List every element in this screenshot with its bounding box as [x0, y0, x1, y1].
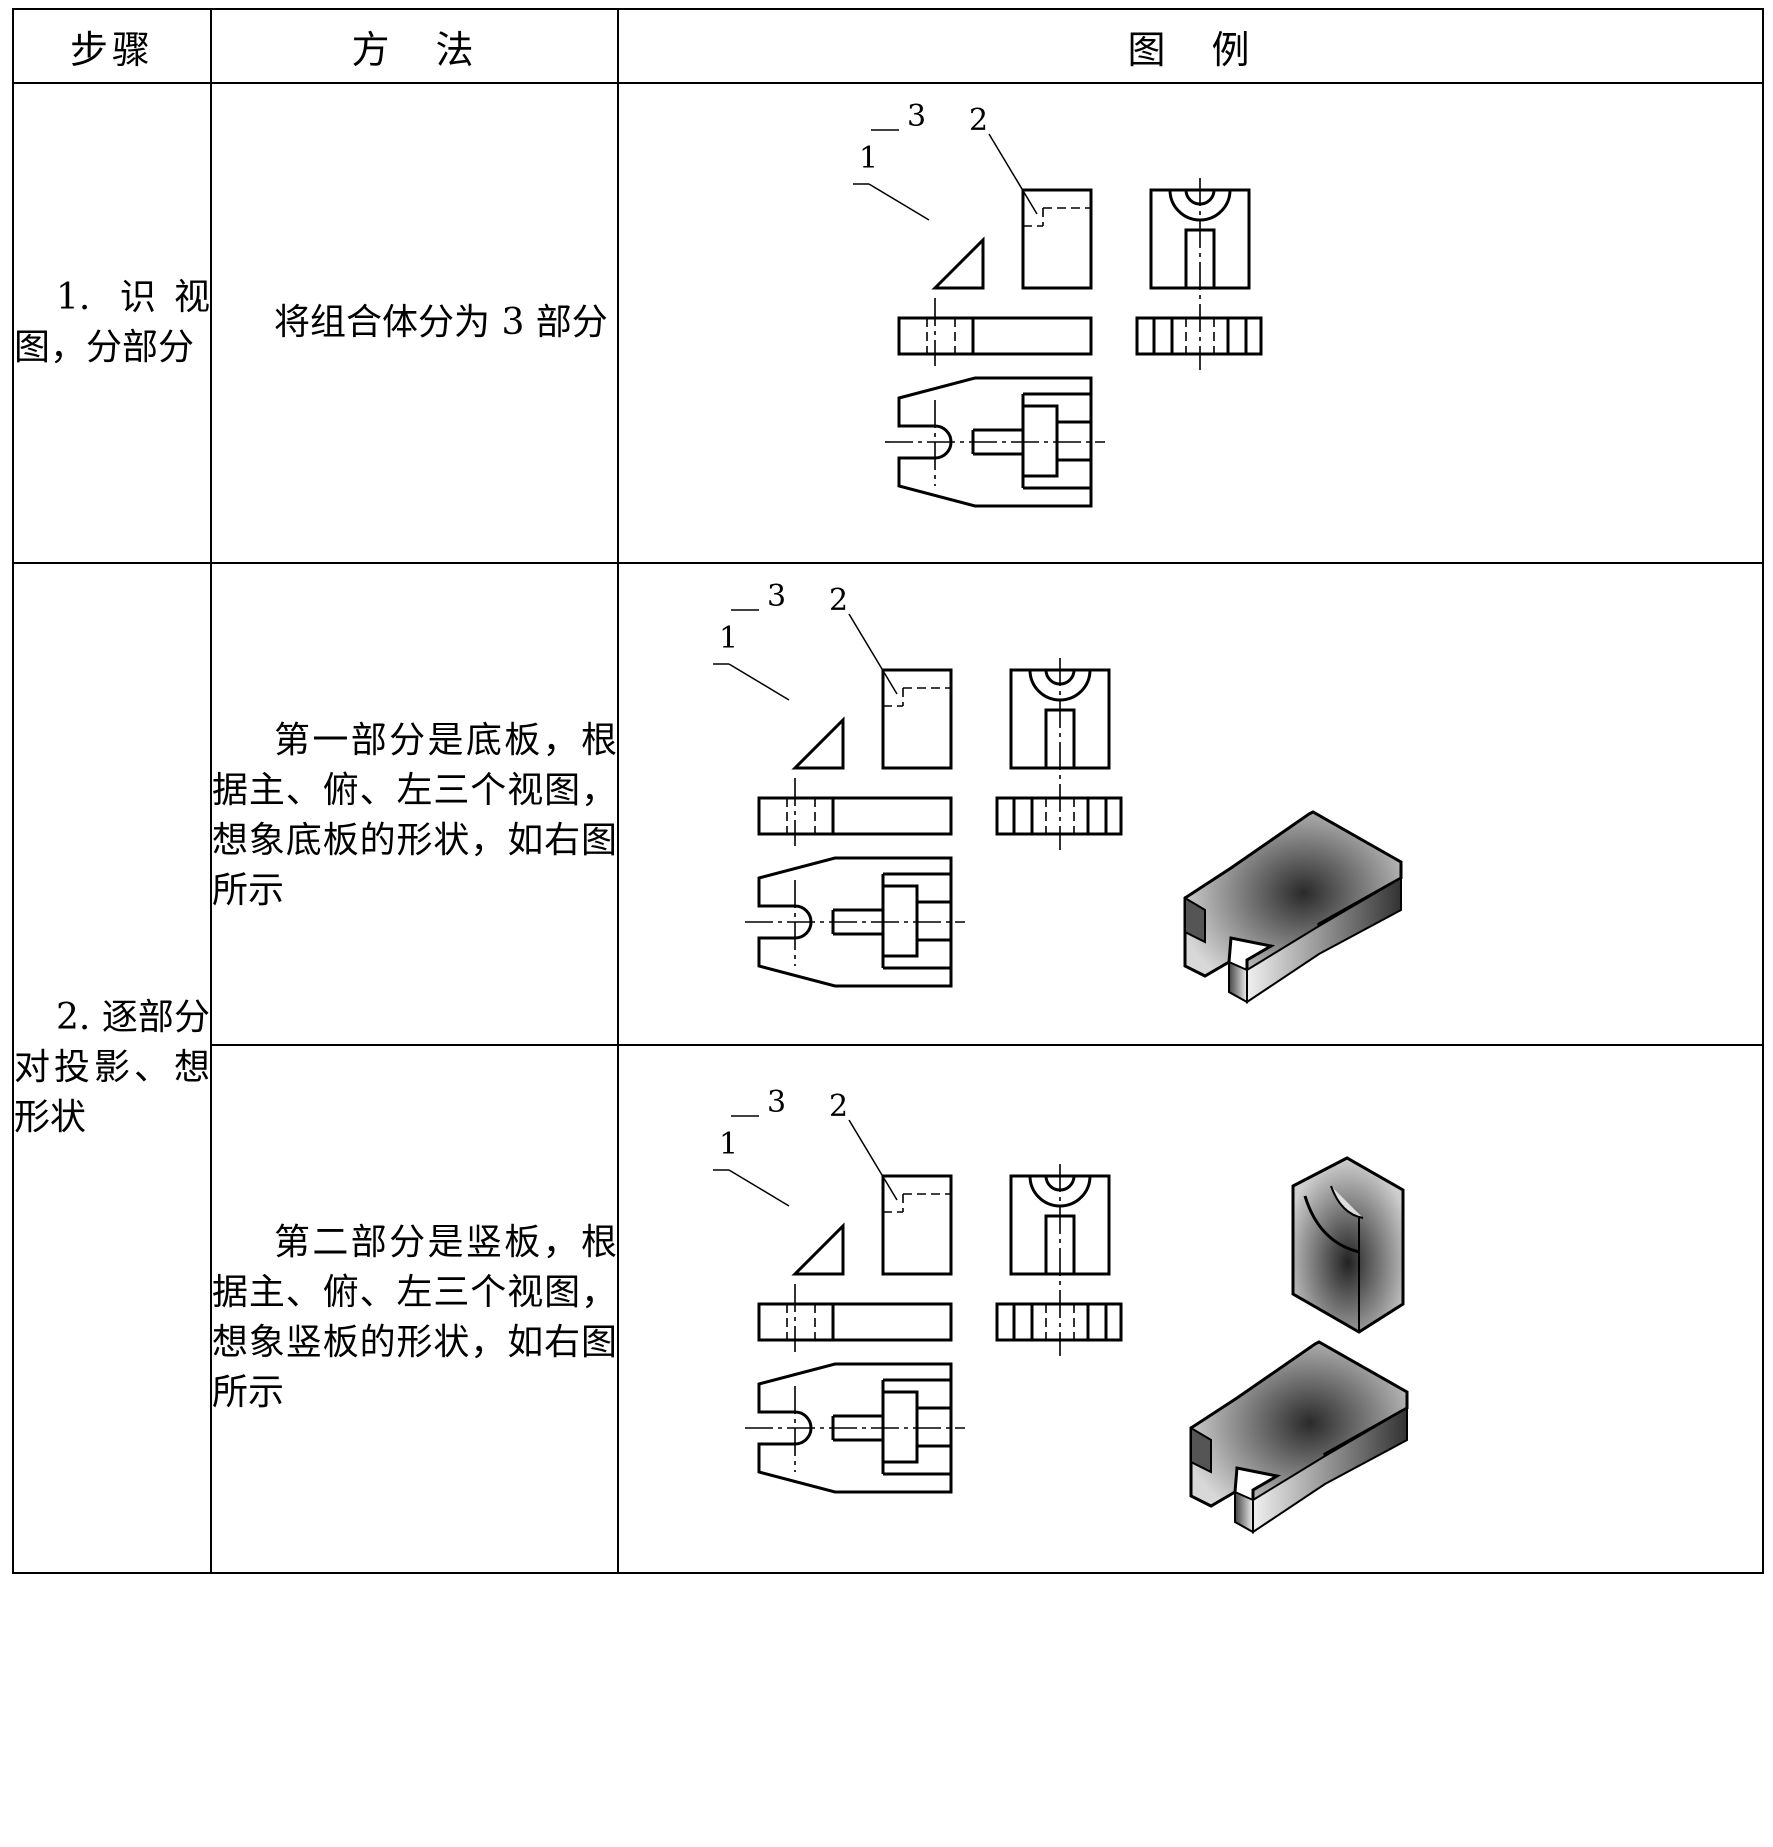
- part-label-2: 2: [969, 103, 988, 138]
- header-step: 步骤: [12, 8, 212, 84]
- step-text: 1. 识视图，分部分: [14, 277, 210, 368]
- method-text: 将组合体分为 3 部分: [274, 302, 608, 343]
- method-text: 第一部分是底板，根据主、俯、左三个视图，想象底板的形状，如右图所示: [212, 720, 617, 911]
- table-row: 2. 逐部分对投影、想形状 第一部分是底板，根据主、俯、左三个视图，想象底板的形…: [12, 562, 1764, 1574]
- header-example: 图 例: [617, 8, 1764, 84]
- figure-cell: 1 2 3: [617, 562, 1764, 1046]
- part-label-3: 3: [767, 1085, 786, 1120]
- method-cell: 第一部分是底板，根据主、俯、左三个视图，想象底板的形状，如右图所示: [210, 562, 619, 1046]
- part-label-1: 1: [719, 621, 738, 656]
- three-view-drawing: 1 2 3: [713, 1085, 1409, 1534]
- method-cell: 将组合体分为 3 部分: [210, 82, 619, 564]
- step-cell: 2. 逐部分对投影、想形状: [12, 562, 212, 1574]
- part-label-3: 3: [907, 99, 926, 134]
- base-plate-3d: [1183, 810, 1403, 1004]
- header-row: 步骤 方 法 图 例: [12, 8, 1764, 84]
- part-label-2: 2: [829, 583, 848, 618]
- figure-cell: 1 2 3: [617, 1044, 1764, 1574]
- figure-cell: 1 2 3: [617, 82, 1764, 564]
- method-cell: 第二部分是竖板，根据主、俯、左三个视图，想象竖板的形状，如右图所示: [210, 1044, 619, 1574]
- step-text: 2. 逐部分对投影、想形状: [14, 997, 210, 1138]
- three-view-drawing: 1 2 3: [853, 99, 1263, 508]
- three-view-drawing: 1 2 3: [713, 579, 1403, 1004]
- table-row: 1. 识视图，分部分 将组合体分为 3 部分 1 2 3: [12, 82, 1764, 564]
- vertical-plate-3d: [1291, 1156, 1405, 1334]
- part-label-2: 2: [829, 1089, 848, 1124]
- step-cell: 1. 识视图，分部分: [12, 82, 212, 564]
- table-row: 第二部分是竖板，根据主、俯、左三个视图，想象竖板的形状，如右图所示 1 2 3: [13, 1044, 1764, 1574]
- method-table: 步骤 方 法 图 例 1. 识视图，分部分 将组合体分为 3 部分 1 2 3 …: [12, 8, 1764, 1574]
- header-method: 方 法: [210, 8, 619, 84]
- part-label-3: 3: [767, 579, 786, 614]
- part-label-1: 1: [719, 1127, 738, 1162]
- method-text: 第二部分是竖板，根据主、俯、左三个视图，想象竖板的形状，如右图所示: [212, 1222, 617, 1413]
- part-label-1: 1: [859, 141, 878, 176]
- base-plate-3d: [1189, 1340, 1409, 1534]
